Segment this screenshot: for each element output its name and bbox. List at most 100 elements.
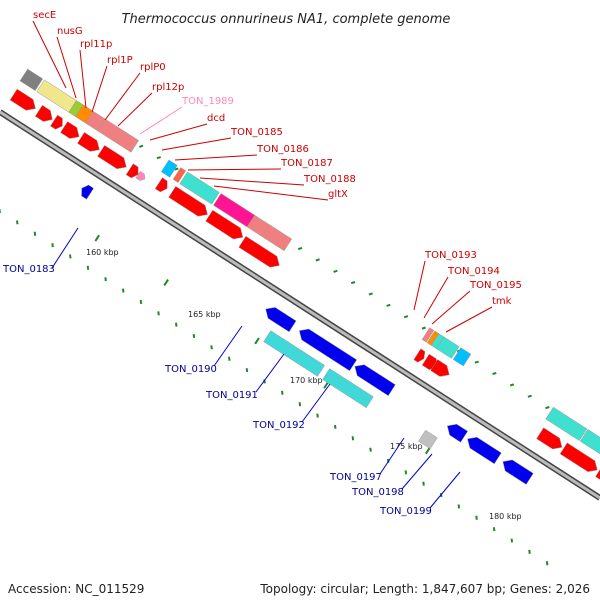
tick-mark — [86, 265, 90, 270]
gene-label-ton_0186: TON_0186 — [256, 144, 309, 155]
accession-text: Accession: NC_011529 — [8, 582, 145, 596]
tick-mark — [298, 402, 302, 407]
tick-mark — [157, 311, 160, 316]
feature-block — [436, 336, 460, 359]
tick-mark — [69, 254, 72, 259]
feature-track — [9, 68, 600, 485]
leader-line — [379, 437, 405, 475]
tick-mark — [175, 322, 178, 327]
gene-label-sece: secE — [33, 10, 56, 21]
leader-line — [213, 185, 329, 201]
reverse-gene — [354, 364, 396, 397]
reverse-gene — [467, 436, 502, 465]
gene-label-rpl11p: rpl11p — [80, 39, 112, 50]
major-tick — [163, 279, 169, 286]
tick-mark — [403, 315, 409, 319]
tick-mark — [368, 292, 373, 296]
gene-label-ton_0193: TON_0193 — [424, 250, 477, 261]
reverse-gene — [322, 368, 374, 409]
tick-mark — [315, 258, 320, 262]
feature-block — [421, 327, 435, 343]
forward-gene — [9, 88, 36, 111]
tick-mark — [33, 231, 37, 236]
gene-label-rplp0: rplP0 — [140, 62, 166, 73]
tick-mark — [334, 424, 337, 429]
leader-line — [104, 72, 141, 121]
reverse-gene — [298, 328, 358, 372]
tick-mark — [228, 356, 231, 361]
kbp-label: 175 kbp — [390, 442, 423, 451]
forward-gene — [595, 469, 600, 480]
leader-line — [174, 154, 258, 161]
topology-text: Topology: circular; Length: 1,847,607 bp… — [260, 582, 590, 596]
gene-label-ton_0187: TON_0187 — [280, 158, 333, 169]
leader-line — [413, 260, 426, 311]
reverse-gene — [265, 307, 297, 333]
leader-line — [199, 177, 305, 186]
feature-block — [97, 118, 139, 153]
gene-label-tmk: tmk — [492, 296, 512, 307]
leader-line — [187, 168, 282, 171]
feature-block — [545, 406, 588, 441]
tick-mark — [545, 561, 549, 566]
gene-label-ton_0191: TON_0191 — [205, 390, 258, 401]
reverse-gene — [502, 459, 534, 485]
gene-label-rpl1p: rpl1P — [107, 55, 133, 66]
reverse-gene — [263, 330, 325, 377]
gene-label-ton_0195: TON_0195 — [469, 280, 522, 291]
tick-mark — [350, 281, 356, 285]
gene-label-rpl12p: rpl12p — [152, 82, 184, 93]
tick-mark — [474, 360, 479, 364]
leader-line — [51, 227, 79, 269]
gene-label-ton_0183: TON_0183 — [2, 264, 55, 275]
rna-feature — [135, 170, 146, 181]
leader-line — [213, 325, 243, 367]
forward-gene — [430, 359, 450, 377]
tick-mark — [122, 288, 125, 293]
gene-label-ton_0190: TON_0190 — [164, 364, 217, 375]
gene-label-dcd: dcd — [207, 113, 225, 124]
tick-mark — [281, 390, 284, 395]
gene-label-ton_0199: TON_0199 — [379, 506, 432, 517]
tick-mark — [545, 406, 550, 410]
leader-line — [429, 471, 461, 509]
kbp-label: 160 kbp — [86, 248, 119, 257]
leader-line — [79, 49, 87, 109]
leader-line — [32, 20, 67, 89]
forward-gene — [205, 209, 244, 240]
tick-mark — [333, 269, 338, 273]
feature-block — [179, 171, 220, 205]
forward-gene — [34, 104, 53, 122]
gene-label-ton_0198: TON_0198 — [351, 487, 404, 498]
kbp-label: 180 kbp — [489, 512, 522, 521]
tick-mark — [386, 303, 391, 307]
label-leaders — [32, 20, 493, 509]
feature-block — [19, 68, 44, 91]
forward-gene — [60, 121, 80, 139]
tick-mark — [404, 470, 408, 475]
leader-line — [431, 290, 471, 325]
gene-label-ton_0185: TON_0185 — [230, 127, 283, 138]
tick-mark — [139, 299, 143, 305]
major-tick — [94, 234, 100, 242]
tick-mark — [369, 447, 372, 452]
reverse-gene — [418, 429, 438, 450]
tick-mark — [421, 326, 426, 330]
forward-gene — [168, 186, 208, 217]
tick-mark — [475, 515, 478, 520]
tick-mark — [457, 504, 461, 509]
tick-mark — [351, 436, 355, 441]
kbp-label: 170 kbp — [290, 376, 323, 385]
reverse-gene — [81, 184, 94, 200]
forward-gene — [559, 442, 598, 472]
gene-label-ton_0192: TON_0192 — [252, 420, 305, 431]
forward-gene — [50, 114, 63, 130]
tick-mark — [297, 247, 303, 251]
tick-mark — [527, 394, 532, 398]
leader-line — [161, 137, 232, 151]
leader-line — [423, 276, 449, 319]
leader-line — [445, 306, 493, 333]
leader-line — [401, 453, 433, 490]
tick-mark — [156, 156, 161, 160]
